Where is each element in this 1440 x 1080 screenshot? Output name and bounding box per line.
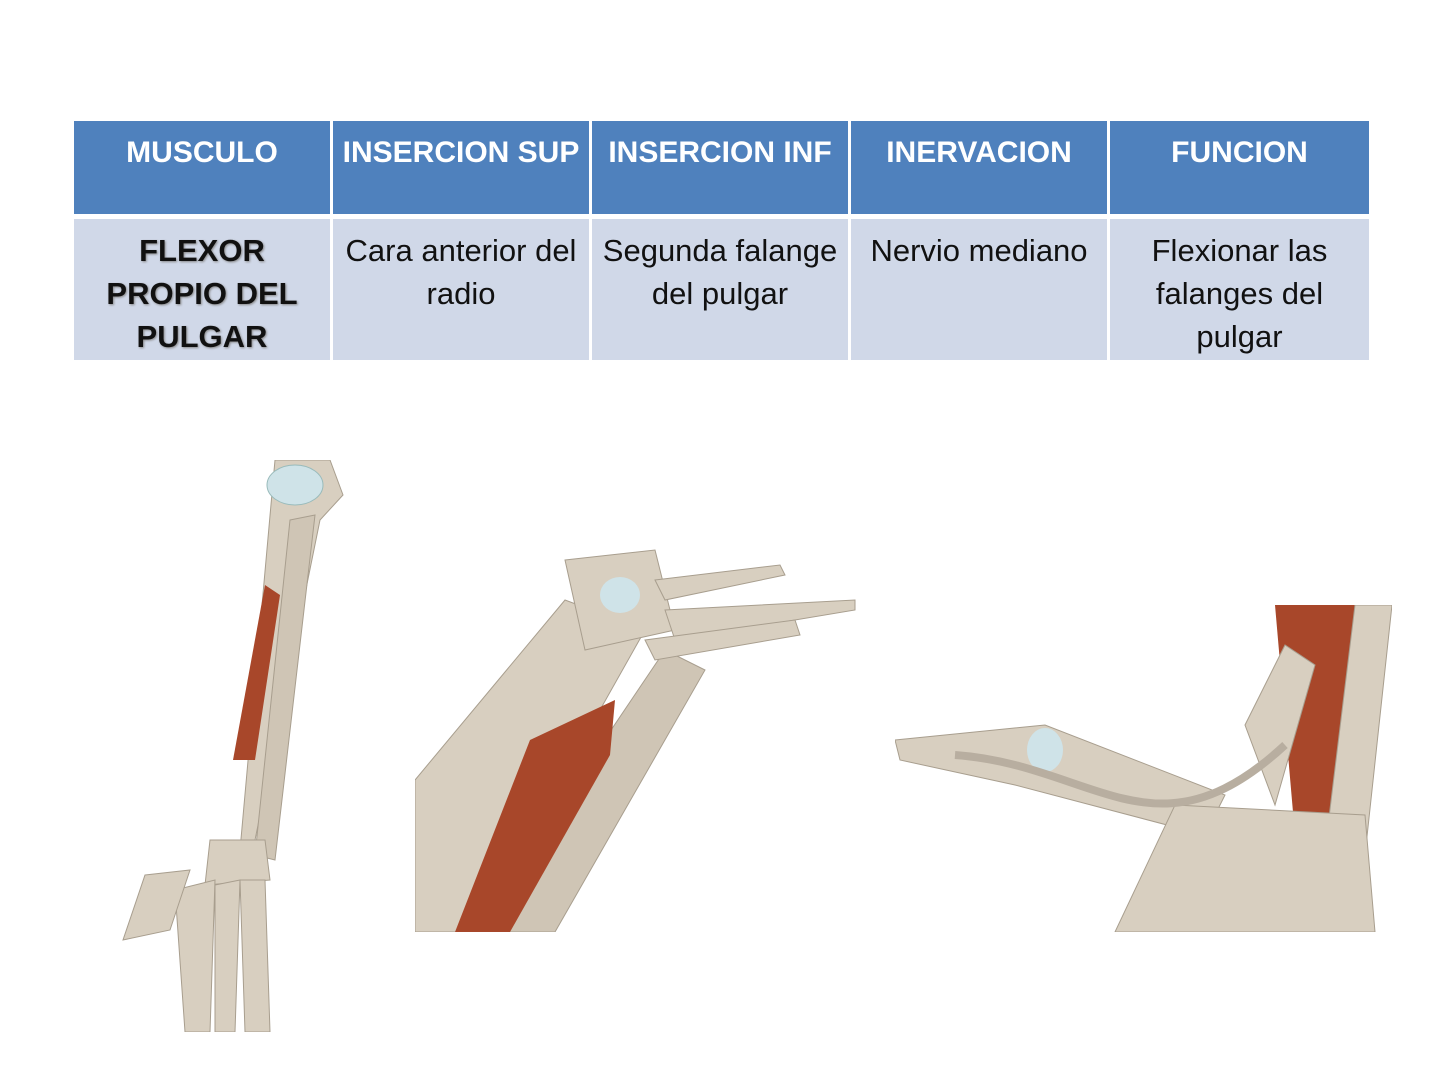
thumb-flexor-detail-illustration	[895, 605, 1392, 932]
forearm-lateral-illustration	[415, 549, 856, 932]
forearm-anterior-illustration	[122, 460, 344, 1032]
header-insercion-sup: INSERCION SUP	[333, 121, 592, 219]
cell-muscle: FLEXOR PROPIO DEL PULGAR	[74, 219, 333, 360]
cell-inervacion: Nervio mediano	[851, 219, 1110, 360]
table-row: FLEXOR PROPIO DEL PULGAR Cara anterior d…	[74, 219, 1369, 360]
header-inervacion: INERVACION	[851, 121, 1110, 219]
cell-insercion-sup: Cara anterior del radio	[333, 219, 592, 360]
header-funcion: FUNCION	[1110, 121, 1369, 219]
cell-insercion-inf: Segunda falange del pulgar	[592, 219, 851, 360]
muscle-table: MUSCULO INSERCION SUP INSERCION INF INER…	[74, 121, 1369, 360]
cell-funcion: Flexionar las falanges del pulgar	[1110, 219, 1369, 360]
header-musculo: MUSCULO	[74, 121, 333, 219]
header-insercion-inf: INSERCION INF	[592, 121, 851, 219]
table-header-row: MUSCULO INSERCION SUP INSERCION INF INER…	[74, 121, 1369, 219]
